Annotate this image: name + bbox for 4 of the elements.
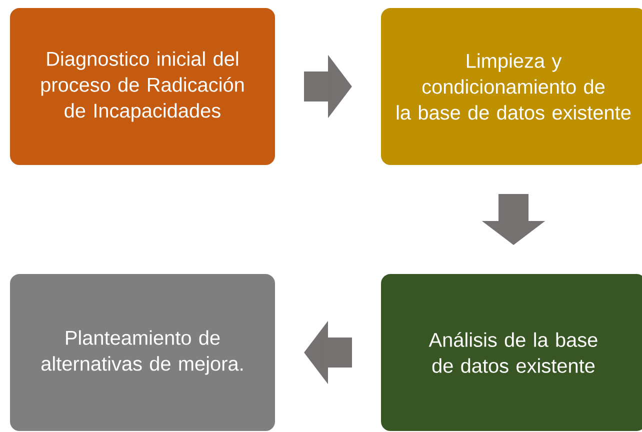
process-box: Limpieza y condicionamiento de la base de datos existente: [380, 7, 642, 166]
process-box: Planteamiento de alternativas de mejora.: [9, 273, 276, 432]
process-box: Análisis de la base de datos existente: [380, 273, 642, 432]
process-box: Diagnostico inicial del proceso de Radicación de Incapacidades: [9, 7, 276, 166]
